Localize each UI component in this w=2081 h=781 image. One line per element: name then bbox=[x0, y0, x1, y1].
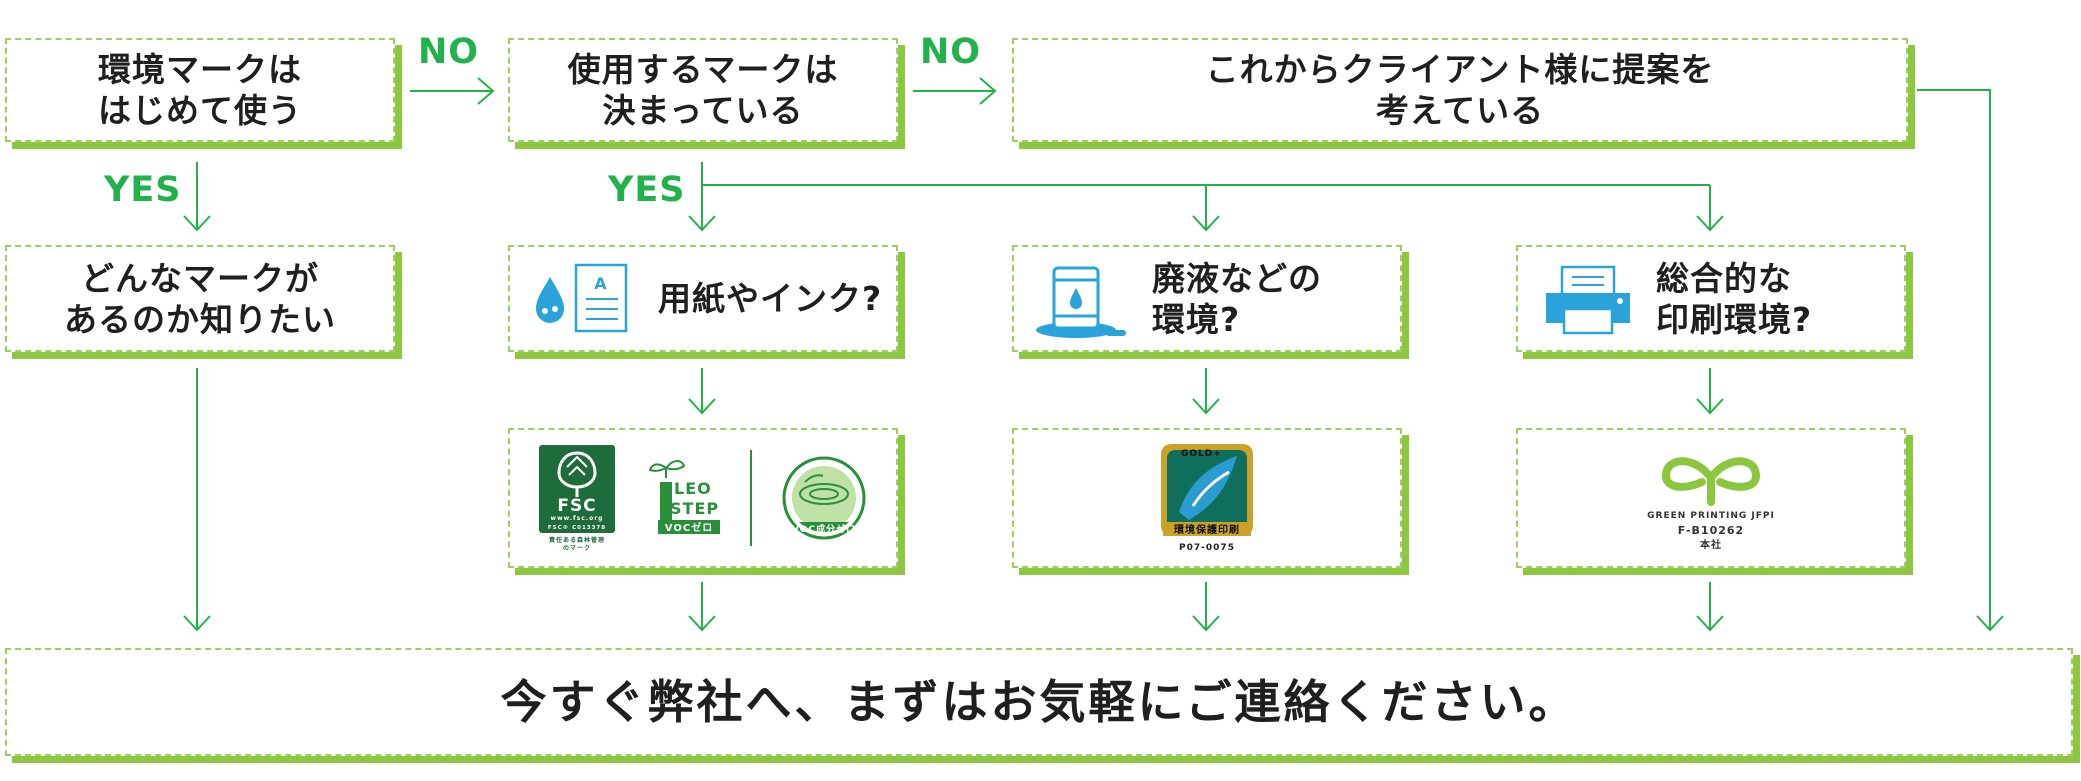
category-paper-ink-text: 用紙やインク? bbox=[658, 279, 883, 318]
logo-divider bbox=[750, 450, 753, 546]
fsc-logo-code: FSC® C013378 bbox=[548, 525, 606, 531]
arrow-no-2 bbox=[913, 77, 997, 105]
arrow-cat-1 bbox=[688, 368, 716, 415]
final-contact-box[interactable]: 今すぐ弊社へ、まずはお気軽にご連絡ください。 bbox=[5, 648, 2073, 756]
category-waste-liquid-text: 廃液などの 環境? bbox=[1152, 258, 1322, 339]
no-label-2: NO bbox=[920, 32, 982, 72]
fsc-logo-caption-1: 責任ある森林管理 bbox=[549, 536, 605, 544]
gold-plus-badge: GOLD+ bbox=[1181, 449, 1222, 459]
no-label-1: NO bbox=[418, 32, 480, 72]
result-box-which-marks: どんなマークが あるのか知りたい bbox=[5, 245, 395, 352]
voc-zero-text: VOC成分ゼロ bbox=[792, 523, 856, 535]
green-printing-place: 本社 bbox=[1700, 538, 1722, 551]
green-printing-org: JFPI bbox=[1750, 511, 1774, 521]
question-first-time-text: 環境マークは はじめて使う bbox=[98, 50, 302, 130]
arrow-cat-3 bbox=[1696, 368, 1724, 415]
waste-barrel-icon bbox=[1036, 266, 1126, 338]
arrow-no-1 bbox=[410, 77, 495, 105]
arrow-yes-1 bbox=[183, 162, 211, 232]
question-proposal-text: これからクライアント様に提案を 考えている bbox=[1205, 50, 1715, 130]
logo-box-waste-liquid: GOLD+ 環境保護印刷 P07-0075 bbox=[1012, 428, 1402, 568]
question-box-mark-decided: 使用するマークは 決まっている bbox=[508, 38, 898, 142]
arrow-branch-2 bbox=[1192, 185, 1220, 232]
logo-box-paper-ink: FSC www.fsc.org FSC® C013378 責任ある森林管理 のマ… bbox=[508, 428, 898, 568]
arrow-final-4 bbox=[1696, 582, 1724, 632]
arrow-final-2 bbox=[688, 582, 716, 632]
gold-plus-code: P07-0075 bbox=[1179, 543, 1235, 553]
arrow-yes-2 bbox=[688, 162, 716, 232]
leo-step-line2: STEP bbox=[670, 499, 719, 518]
question-box-proposal: これからクライアント様に提案を 考えている bbox=[1012, 38, 1908, 142]
arrow-final-1 bbox=[183, 368, 211, 632]
voc-zero-logo: VOC成分ゼロ bbox=[782, 456, 866, 540]
question-mark-decided-text: 使用するマークは 決まっている bbox=[567, 50, 839, 130]
arrow-final-3 bbox=[1192, 582, 1220, 632]
arrow-branch-3 bbox=[1696, 185, 1724, 232]
category-box-paper-ink: A 用紙やインク? bbox=[508, 245, 898, 352]
svg-text:A: A bbox=[594, 274, 607, 293]
printer-icon bbox=[1546, 265, 1630, 334]
fsc-logo: FSC www.fsc.org FSC® C013378 責任ある森林管理 のマ… bbox=[538, 445, 615, 552]
fsc-logo-caption-2: のマーク bbox=[563, 544, 591, 552]
category-box-printing-environment: 総合的な 印刷環境? bbox=[1516, 245, 1906, 352]
fsc-logo-site: www.fsc.org bbox=[550, 515, 603, 522]
green-printing-brand: GREEN PRINTING bbox=[1647, 511, 1747, 521]
green-printing-logo: GREEN PRINTING JFPI F-B10262 本社 bbox=[1647, 457, 1775, 551]
yes-label-2: YES bbox=[608, 170, 686, 210]
arrow-cat-2 bbox=[1192, 368, 1220, 415]
green-printing-code: F-B10262 bbox=[1678, 524, 1744, 537]
svg-text:GREEN PRINTING JFPI: GREEN PRINTING JFPI bbox=[1647, 511, 1775, 521]
leo-step-line1: LEO bbox=[674, 479, 712, 498]
gold-plus-ribbon: 環境保護印刷 bbox=[1174, 523, 1240, 536]
yes-label-1: YES bbox=[104, 170, 182, 210]
category-box-waste-liquid: 廃液などの 環境? bbox=[1012, 245, 1402, 352]
logo-box-printing-environment: GREEN PRINTING JFPI F-B10262 本社 bbox=[1516, 428, 1906, 568]
final-contact-text: 今すぐ弊社へ、まずはお気軽にご連絡ください。 bbox=[500, 674, 1578, 729]
paper-ink-icon: A bbox=[536, 263, 628, 332]
leo-step-line3: VOCゼロ bbox=[664, 521, 712, 534]
arrow-final-5 bbox=[1917, 89, 2004, 632]
gold-plus-logo: GOLD+ 環境保護印刷 P07-0075 bbox=[1161, 444, 1253, 553]
leo-step-logo: LEO STEP VOCゼロ bbox=[648, 460, 720, 536]
question-box-first-time: 環境マークは はじめて使う bbox=[5, 38, 395, 142]
fsc-logo-name: FSC bbox=[557, 496, 596, 516]
result-which-marks-text: どんなマークが あるのか知りたい bbox=[64, 258, 336, 339]
category-printing-environment-text: 総合的な 印刷環境? bbox=[1656, 258, 1813, 339]
